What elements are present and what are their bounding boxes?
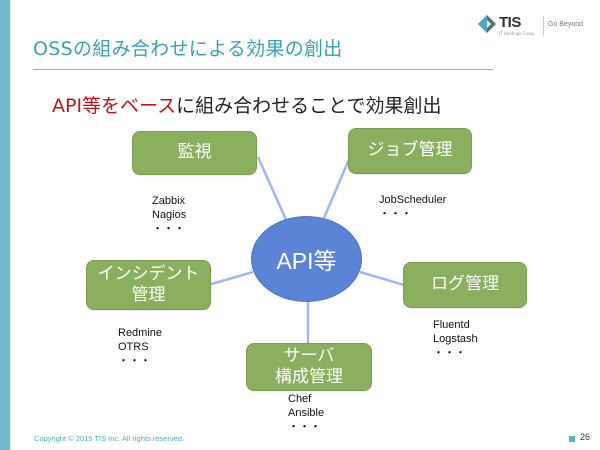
- hub-api-label: API等: [276, 248, 337, 274]
- node-incident-label-line2: 管理: [131, 285, 166, 305]
- tool-item: Redmine: [118, 327, 163, 339]
- subtitle-accent: API等をベース: [52, 95, 177, 117]
- logo-tagline: Go Beyond: [548, 21, 584, 28]
- left-accent-bar: [0, 0, 10, 450]
- tools-monitoring: Zabbix Nagios ・・・: [152, 194, 186, 236]
- node-log-management: ログ管理: [403, 262, 527, 308]
- logo-brand: TIS: [499, 14, 521, 31]
- node-log-management-label: ログ管理: [431, 274, 499, 295]
- page-number: 26: [580, 432, 591, 442]
- slide-subtitle: API等をベースに組み合わせることで効果創出: [52, 91, 442, 118]
- tool-item: JobScheduler: [379, 194, 447, 206]
- node-incident-management: インシデント 管理: [86, 260, 211, 310]
- tool-item: Ansible: [288, 407, 325, 419]
- node-incident-label-line1: インシデント: [97, 263, 200, 284]
- node-server-config-management: サーバ 構成管理: [246, 343, 372, 391]
- tool-item: ・・・: [379, 208, 412, 220]
- subtitle-rest: に組み合わせることで効果創出: [176, 95, 442, 117]
- connector-incident-management: [207, 270, 254, 287]
- tool-item: Logstash: [433, 333, 478, 345]
- tool-item: ・・・: [433, 347, 466, 359]
- tool-item: Fluentd: [433, 319, 470, 331]
- connector-monitoring: [256, 156, 289, 223]
- node-monitoring: 監視: [132, 131, 257, 175]
- tools-server-config-management: Chef Ansible ・・・: [288, 392, 324, 434]
- tool-item: Zabbix: [152, 195, 186, 207]
- tool-item: ・・・: [288, 421, 321, 433]
- tools-job-management: JobScheduler ・・・: [379, 193, 446, 221]
- connector-log-management: [359, 270, 405, 287]
- hub-api: API等: [251, 216, 362, 302]
- node-job-management: ジョブ管理: [348, 128, 472, 174]
- tool-item: ・・・: [152, 223, 185, 235]
- node-server-label-line2: 構成管理: [275, 367, 343, 387]
- tis-logo: TIS IT Holdings Group Go Beyond: [478, 12, 590, 38]
- tool-item: OTRS: [118, 341, 149, 353]
- node-server-label-line1: サーバ: [283, 345, 335, 366]
- tool-item: Nagios: [152, 209, 187, 221]
- tis-diamond-icon: [478, 15, 496, 33]
- tool-item: ・・・: [118, 355, 151, 367]
- connector-job-management: [322, 156, 352, 219]
- node-job-management-label: ジョブ管理: [367, 140, 453, 161]
- node-monitoring-label: 監視: [177, 142, 212, 163]
- tool-item: Chef: [288, 393, 312, 405]
- tools-incident-management: Redmine OTRS ・・・: [118, 326, 162, 368]
- logo-subtext: IT Holdings Group: [499, 31, 535, 36]
- tools-log-management: Fluentd Logstash ・・・: [433, 318, 478, 360]
- footer-copyright: Copyright © 2015 TIS Inc. All rights res…: [34, 434, 185, 443]
- title-divider: [33, 69, 493, 70]
- slide-title: OSSの組み合わせによる効果の創出: [33, 38, 343, 60]
- logo-separator: [543, 16, 544, 36]
- left-accent-bar-edge: [10, 0, 11, 450]
- page-marker-icon: [569, 436, 575, 442]
